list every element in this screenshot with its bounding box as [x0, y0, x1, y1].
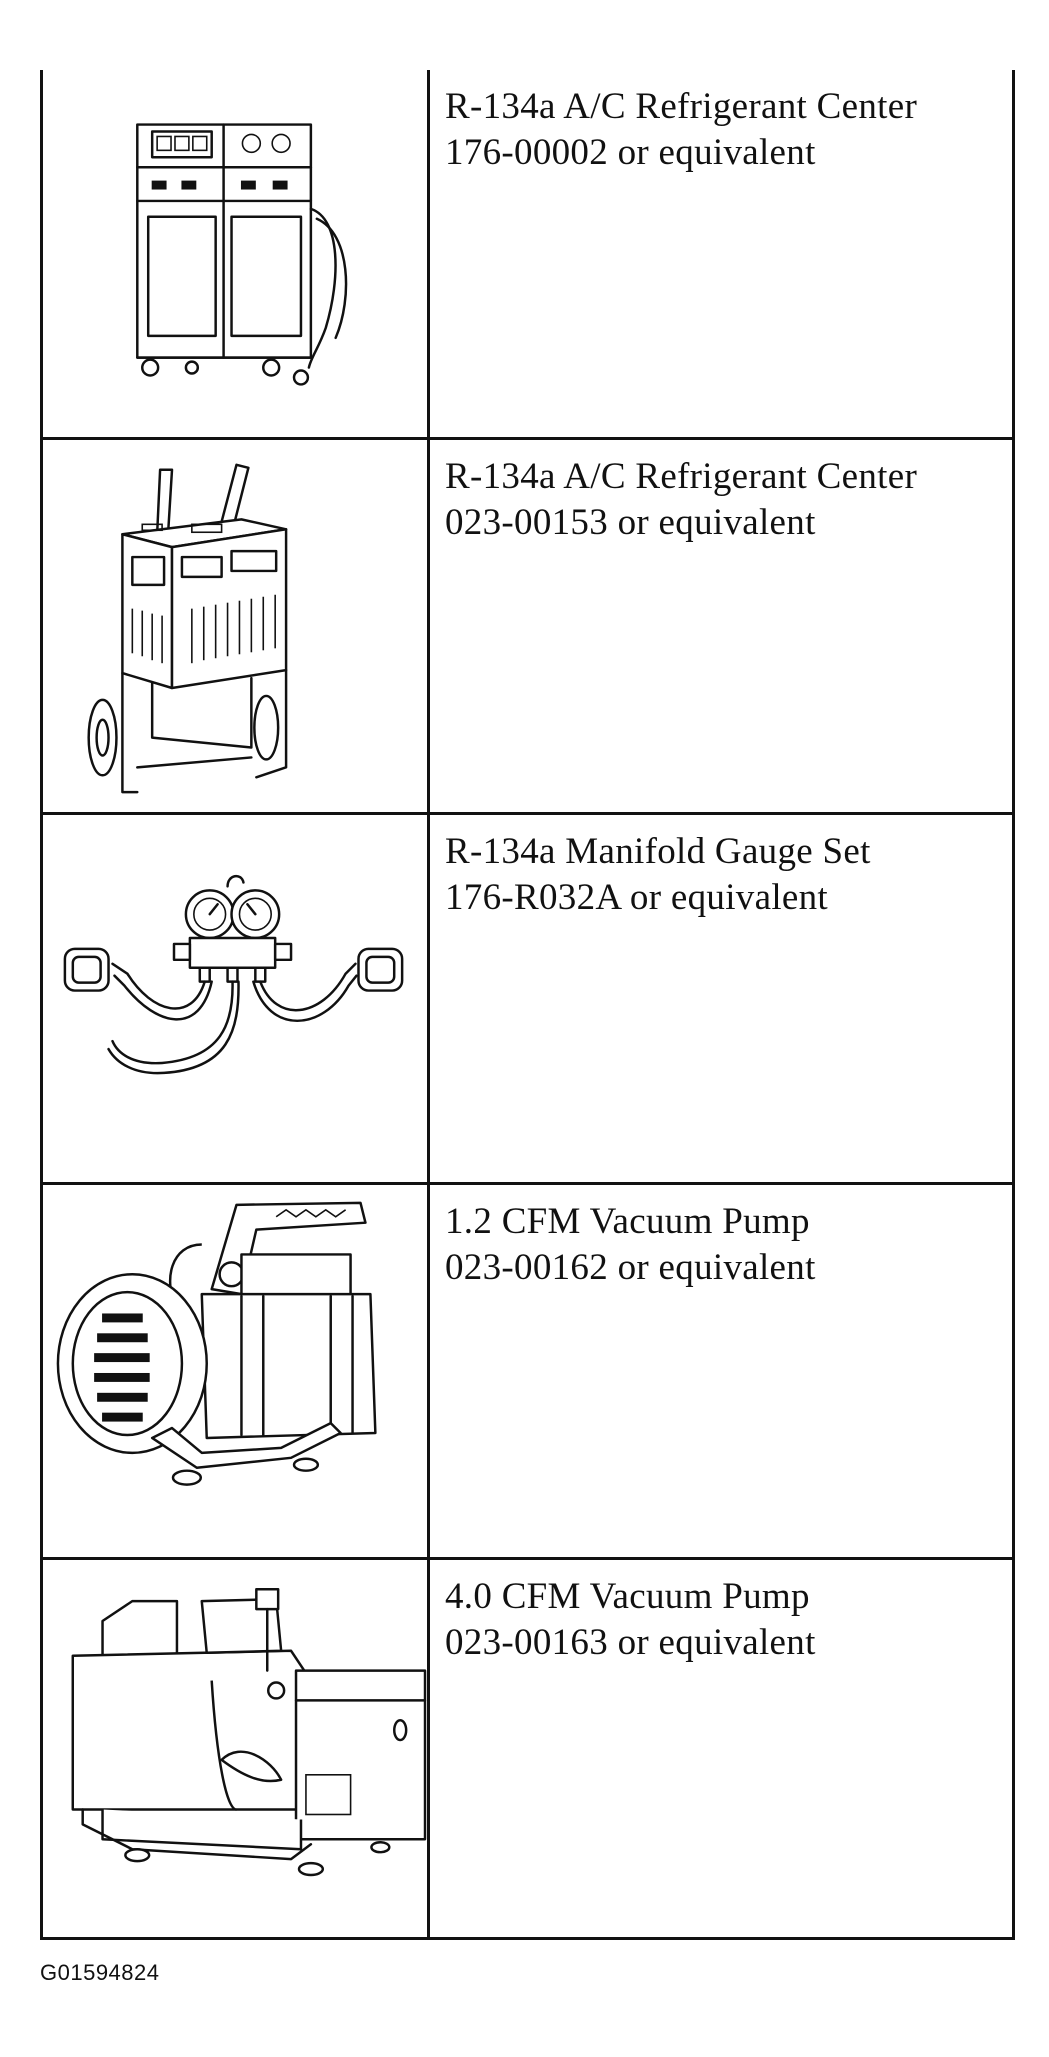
tool-part-number: 176-00002 or equivalent — [445, 132, 816, 173]
tool-part-number: 023-00153 or equivalent — [445, 502, 816, 543]
tool-row: R-134a Manifold Gauge Set 176-R032A or e… — [43, 815, 1012, 1185]
vacuum-pump-large-icon — [71, 1588, 427, 1877]
tool-name: R-134a A/C Refrigerant Center — [445, 456, 918, 497]
tool-part-number: 023-00162 or equivalent — [445, 1247, 816, 1288]
tool-row: 1.2 CFM Vacuum Pump 023-00162 or equival… — [43, 1185, 1012, 1560]
tool-part-number: 176-R032A or equivalent — [445, 877, 829, 918]
tool-name: R-134a A/C Refrigerant Center — [445, 86, 918, 127]
refrigerant-center-cabinet-icon — [136, 123, 348, 386]
tool-name: 4.0 CFM Vacuum Pump — [445, 1576, 810, 1617]
tool-description-cell: 4.0 CFM Vacuum Pump 023-00163 or equival… — [433, 1560, 1012, 1937]
tool-part-number: 023-00163 or equivalent — [445, 1622, 816, 1663]
tool-illustration-cell — [43, 70, 430, 437]
tool-name: R-134a Manifold Gauge Set — [445, 831, 871, 872]
tool-description-cell: R-134a A/C Refrigerant Center 023-00153 … — [433, 440, 1012, 812]
refrigerant-center-cart-icon — [87, 463, 288, 794]
manifold-gauge-set-icon — [63, 874, 404, 1075]
tools-table: R-134a A/C Refrigerant Center 176-00002 … — [40, 70, 1015, 1940]
tool-illustration-cell — [43, 440, 430, 812]
tool-illustration-cell — [43, 1560, 430, 1937]
figure-code: G01594824 — [40, 1960, 160, 1985]
tool-illustration-cell — [43, 815, 430, 1182]
tool-description-cell: 1.2 CFM Vacuum Pump 023-00162 or equival… — [433, 1185, 1012, 1557]
vacuum-pump-small-icon — [56, 1201, 377, 1486]
tool-row: R-134a A/C Refrigerant Center 176-00002 … — [43, 70, 1012, 440]
tool-description-cell: R-134a Manifold Gauge Set 176-R032A or e… — [433, 815, 1012, 1182]
tool-row: 4.0 CFM Vacuum Pump 023-00163 or equival… — [43, 1560, 1012, 1937]
tool-row: R-134a A/C Refrigerant Center 023-00153 … — [43, 440, 1012, 815]
tool-description-cell: R-134a A/C Refrigerant Center 176-00002 … — [433, 70, 1012, 437]
tool-name: 1.2 CFM Vacuum Pump — [445, 1201, 810, 1242]
tool-illustration-cell — [43, 1185, 430, 1557]
